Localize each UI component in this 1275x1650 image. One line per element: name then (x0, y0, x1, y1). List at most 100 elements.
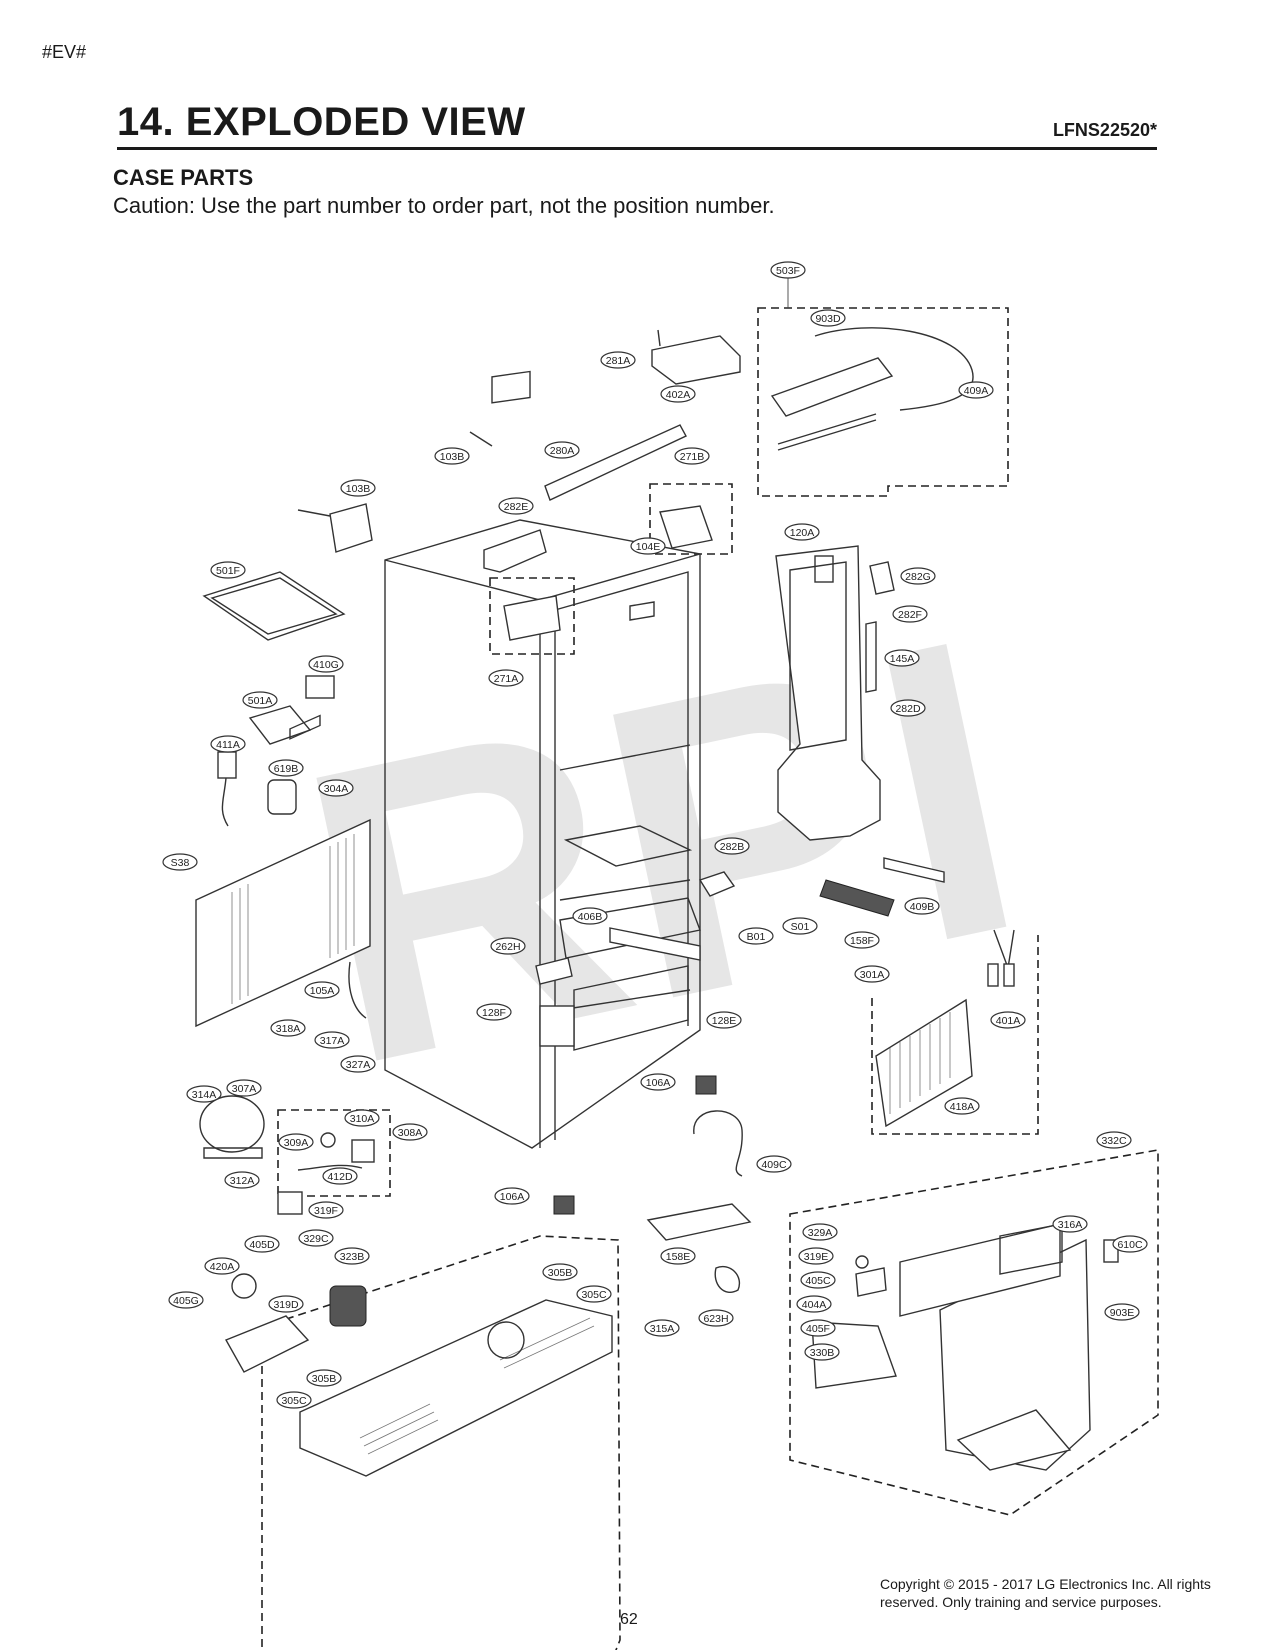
svg-text:282B: 282B (720, 841, 745, 853)
callout-405G: 405G (168, 1291, 204, 1309)
svg-text:501F: 501F (216, 565, 240, 577)
svg-text:903D: 903D (815, 313, 841, 325)
svg-text:410G: 410G (313, 659, 339, 671)
svg-text:316A: 316A (1058, 1219, 1083, 1231)
svg-text:318A: 318A (276, 1023, 301, 1035)
fan-case-128f (539, 1005, 575, 1047)
callout-307A: 307A (226, 1079, 262, 1097)
callout-158F: 158F (844, 931, 880, 949)
callout-405F: 405F (800, 1319, 836, 1337)
relay-309a (320, 1132, 336, 1148)
callout-329A: 329A (802, 1223, 838, 1241)
svg-text:405F: 405F (806, 1323, 830, 1335)
ice-maker-cover-503f (770, 327, 974, 451)
drain-105a (348, 961, 367, 1019)
callout-B01: B01 (738, 927, 774, 945)
callout-304A: 304A (318, 779, 354, 797)
cord-412d (297, 1164, 363, 1171)
compressor-307a (199, 1095, 265, 1159)
cover-103b-top (469, 370, 531, 447)
svg-text:420A: 420A (210, 1261, 235, 1273)
group-box-hinge-271a (489, 577, 575, 655)
svg-text:280A: 280A (550, 445, 575, 457)
svg-text:282D: 282D (895, 703, 921, 715)
callout-330B: 330B (804, 1343, 840, 1361)
document-tag: #EV# (42, 42, 87, 62)
svg-text:329C: 329C (303, 1233, 329, 1245)
page-number: 62 (620, 1611, 638, 1628)
callout-404A: 404A (796, 1295, 832, 1313)
svg-text:315A: 315A (650, 1323, 675, 1335)
svg-text:105A: 105A (310, 985, 335, 997)
callout-314A: 314A (186, 1085, 222, 1103)
svg-text:503F: 503F (776, 265, 800, 277)
svg-text:317A: 317A (320, 1035, 345, 1047)
callout-317A: 317A (314, 1031, 350, 1049)
callout-401A: 401A (990, 1011, 1026, 1029)
back-cover-304a (195, 714, 371, 1028)
svg-text:402A: 402A (666, 389, 691, 401)
callout-402A: 402A (660, 385, 696, 403)
group-box-evaporator (871, 935, 1039, 1135)
tray-501f (202, 571, 346, 641)
svg-text:301A: 301A (860, 969, 885, 981)
callout-309A: 309A (278, 1133, 314, 1151)
svg-text:305B: 305B (312, 1373, 337, 1385)
callout-619B: 619B (268, 759, 304, 777)
group-box-hinge-271b (649, 483, 733, 555)
refrigerator-cabinet (384, 519, 701, 1149)
dispenser-assembly-332c (811, 1223, 1119, 1471)
callout-411A: 411A (210, 735, 246, 753)
callout-103B-a: 103B (434, 447, 470, 465)
evaporator-301a (875, 998, 973, 1128)
callout-282D: 282D (890, 699, 926, 717)
callout-145A: 145A (884, 649, 920, 667)
hinge-271a (503, 595, 561, 641)
svg-text:401A: 401A (996, 1015, 1021, 1027)
callout-262H: 262H (490, 937, 526, 955)
callout-332C: 332C (1096, 1131, 1132, 1149)
svg-text:158F: 158F (850, 935, 874, 947)
callout-128E: 128E (706, 1011, 742, 1029)
hinge-282e (483, 529, 547, 573)
group-box-relay-308a (277, 1109, 391, 1197)
svg-text:319D: 319D (273, 1299, 299, 1311)
svg-text:406B: 406B (578, 911, 603, 923)
duct-406b (609, 927, 701, 961)
foot-106a-top (695, 1075, 717, 1095)
callout-903D: 903D (810, 309, 846, 327)
svg-text:319E: 319E (804, 1251, 829, 1263)
svg-text:409C: 409C (761, 1159, 787, 1171)
svg-text:327A: 327A (346, 1059, 371, 1071)
callout-405D: 405D (244, 1235, 280, 1253)
callout-120A: 120A (784, 523, 820, 541)
callout-305C-b: 305C (276, 1391, 312, 1409)
model-number: LFNS22520* (1052, 120, 1157, 140)
svg-text:312A: 312A (230, 1175, 255, 1187)
svg-text:128F: 128F (482, 1007, 506, 1019)
callout-312A: 312A (224, 1171, 260, 1189)
callout-280A: 280A (544, 441, 580, 459)
callout-503F: 503F (770, 261, 806, 279)
callout-158E: 158E (660, 1247, 696, 1265)
callout-103B-b: 103B (340, 479, 376, 497)
foot-106a-bottom (553, 1195, 575, 1215)
callout-327A: 327A (340, 1055, 376, 1073)
defrost-sensor-401a (987, 929, 1015, 987)
svg-text:405G: 405G (173, 1295, 199, 1307)
group-box-machine-room (261, 1235, 621, 1650)
svg-text:409A: 409A (964, 385, 989, 397)
svg-text:903E: 903E (1110, 1307, 1135, 1319)
svg-text:405C: 405C (805, 1275, 831, 1287)
callout-305B-b: 305B (306, 1369, 342, 1387)
bracket-104e (629, 601, 655, 621)
callout-405C: 405C (800, 1271, 836, 1289)
svg-text:319F: 319F (314, 1205, 338, 1217)
callout-308A: 308A (392, 1123, 428, 1141)
svg-text:501A: 501A (248, 695, 273, 707)
svg-text:309A: 309A (284, 1137, 309, 1149)
callout-305B-a: 305B (542, 1263, 578, 1281)
svg-text:S01: S01 (791, 921, 810, 933)
condenser-323b (329, 1285, 367, 1327)
